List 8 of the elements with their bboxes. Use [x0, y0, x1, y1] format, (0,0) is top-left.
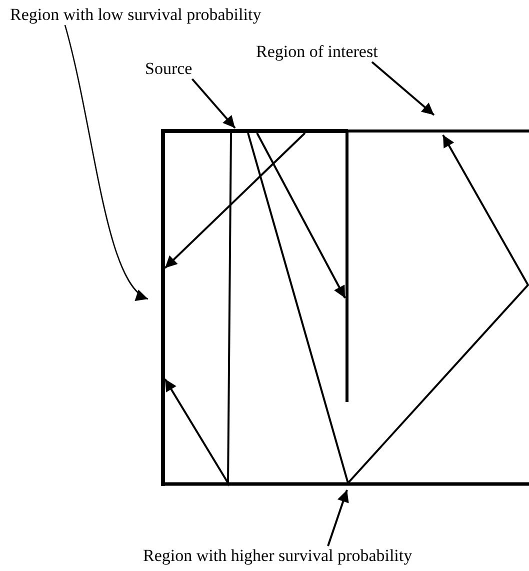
callout-text: Source: [145, 59, 192, 78]
leader-arrow: [327, 490, 349, 546]
leader-arrow: [191, 78, 236, 129]
leader-arrow: [64, 24, 148, 300]
callout-text: Region of interest: [256, 42, 378, 61]
callout-text: Region with low survival probability: [10, 5, 262, 24]
callout-text: Region with higher survival probability: [143, 546, 412, 565]
leader-arrow: [371, 61, 435, 116]
